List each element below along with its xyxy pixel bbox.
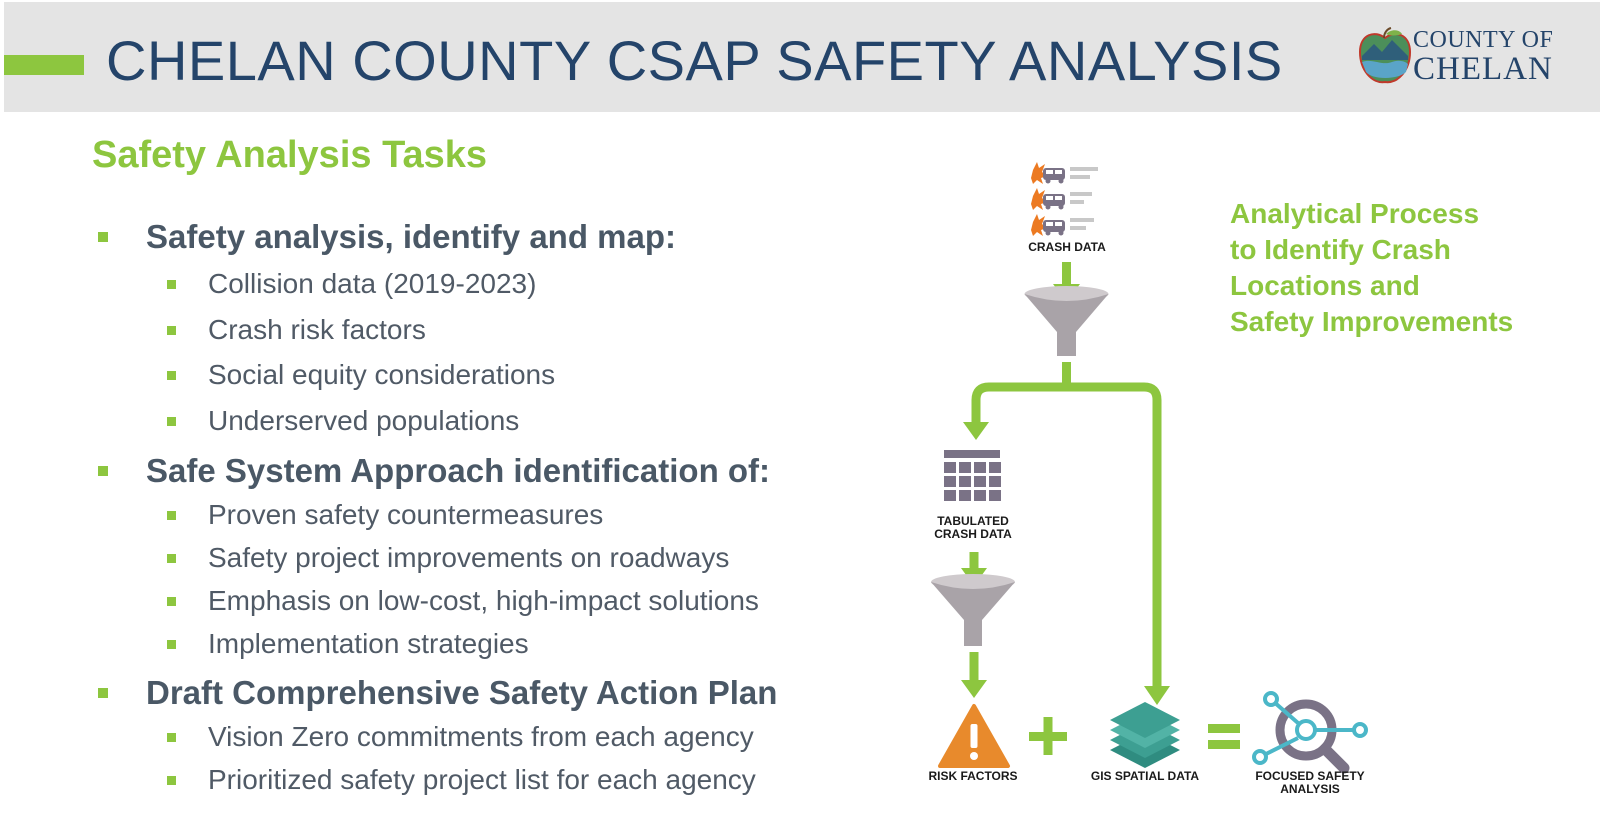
bullet-level2: Social equity considerations xyxy=(167,359,556,391)
square-bullet-icon xyxy=(167,511,176,520)
process-diagram: CRASH DATA TABULATED CRASH DATA RISK FAC… xyxy=(928,150,1410,821)
process-description-line: Analytical Process xyxy=(1230,198,1480,229)
square-bullet-icon xyxy=(167,554,176,563)
diagram-label-crash-data: CRASH DATA xyxy=(1028,240,1106,254)
bullet-text: Implementation strategies xyxy=(208,628,529,659)
bullet-level2: Collision data (2019-2023) xyxy=(167,268,537,300)
square-bullet-icon xyxy=(167,597,176,606)
process-description-line: Safety Improvements xyxy=(1230,306,1514,337)
square-bullet-icon xyxy=(167,371,176,380)
magnifier-network-icon xyxy=(1252,691,1368,774)
square-bullet-icon xyxy=(167,280,176,289)
bullet-text: Proven safety countermeasures xyxy=(208,499,604,530)
table-grid-icon xyxy=(944,450,1001,501)
county-logo: COUNTY OF CHELAN xyxy=(1358,24,1568,88)
bullet-level1: Safe System Approach identification of: xyxy=(98,452,771,490)
split-connector xyxy=(971,362,1162,692)
layers-stack-icon xyxy=(1110,702,1180,768)
bullet-level2: Underserved populations xyxy=(167,405,520,437)
bullet-text: Safety analysis, identify and map: xyxy=(146,218,676,255)
page-title: CHELAN COUNTY CSAP SAFETY ANALYSIS xyxy=(106,29,1283,92)
square-bullet-icon xyxy=(98,232,108,242)
apple-landscape-logo-icon xyxy=(1358,27,1412,84)
bullet-text: Draft Comprehensive Safety Action Plan xyxy=(146,674,778,711)
flow-arrow xyxy=(961,652,987,698)
logo-text-line1: COUNTY OF xyxy=(1413,27,1554,53)
bullet-level1: Safety analysis, identify and map: xyxy=(98,218,676,256)
diagram-label-focused-line1: FOCUSED SAFETY xyxy=(1255,769,1365,783)
bullet-level1: Draft Comprehensive Safety Action Plan xyxy=(98,674,778,712)
process-diagram-graphic xyxy=(931,162,1368,774)
bullet-level2: Implementation strategies xyxy=(167,628,529,660)
square-bullet-icon xyxy=(167,417,176,426)
bullet-text: Safe System Approach identification of: xyxy=(146,452,771,489)
bullet-text: Crash risk factors xyxy=(208,314,426,345)
bullet-level2: Vision Zero commitments from each agency xyxy=(167,721,754,753)
process-description: Analytical Process to Identify Crash Loc… xyxy=(1230,196,1513,340)
diagram-label-focused-line2: ANALYSIS xyxy=(1280,782,1340,796)
process-description-line: Locations and xyxy=(1230,270,1420,301)
bullet-text: Safety project improvements on roadways xyxy=(208,542,730,573)
diagram-label-tabulated-line2: CRASH DATA xyxy=(934,527,1012,541)
bullet-level2: Proven safety countermeasures xyxy=(167,499,604,531)
square-bullet-icon xyxy=(98,466,108,476)
bullet-text: Underserved populations xyxy=(208,405,520,436)
diagram-label-gis-spatial-data: GIS SPATIAL DATA xyxy=(1090,769,1200,783)
square-bullet-icon xyxy=(167,326,176,335)
filter-funnel-icon xyxy=(1024,286,1109,356)
bullet-level2: Prioritized safety project list for each… xyxy=(167,764,756,796)
process-description-line: to Identify Crash xyxy=(1230,234,1451,265)
diagram-label-risk-factors: RISK FACTORS xyxy=(928,769,1018,783)
header-bar xyxy=(4,2,1600,112)
bullet-level2: Safety project improvements on roadways xyxy=(167,542,730,574)
arrow-head xyxy=(1144,686,1170,705)
bullet-text: Vision Zero commitments from each agency xyxy=(208,721,754,752)
bullet-text: Collision data (2019-2023) xyxy=(208,268,537,299)
header-accent-bar xyxy=(4,55,84,75)
filter-funnel-icon xyxy=(931,574,1015,646)
bullet-text: Social equity considerations xyxy=(208,359,556,390)
arrow-head xyxy=(963,422,989,440)
square-bullet-icon xyxy=(167,733,176,742)
equals-icon xyxy=(1208,724,1240,749)
square-bullet-icon xyxy=(98,688,108,698)
bullet-text: Prioritized safety project list for each… xyxy=(208,764,756,795)
square-bullet-icon xyxy=(167,776,176,785)
square-bullet-icon xyxy=(167,640,176,649)
crash-data-icon xyxy=(1031,162,1098,236)
bullet-level2: Emphasis on low-cost, high-impact soluti… xyxy=(167,585,759,617)
plus-icon xyxy=(1029,717,1067,755)
section-title: Safety Analysis Tasks xyxy=(92,134,487,176)
bullet-level2: Crash risk factors xyxy=(167,314,426,346)
logo-text-line2: CHELAN xyxy=(1413,51,1553,87)
bullet-text: Emphasis on low-cost, high-impact soluti… xyxy=(208,585,759,616)
diagram-label-tabulated-line1: TABULATED xyxy=(937,514,1009,528)
warning-triangle-icon xyxy=(938,704,1010,768)
